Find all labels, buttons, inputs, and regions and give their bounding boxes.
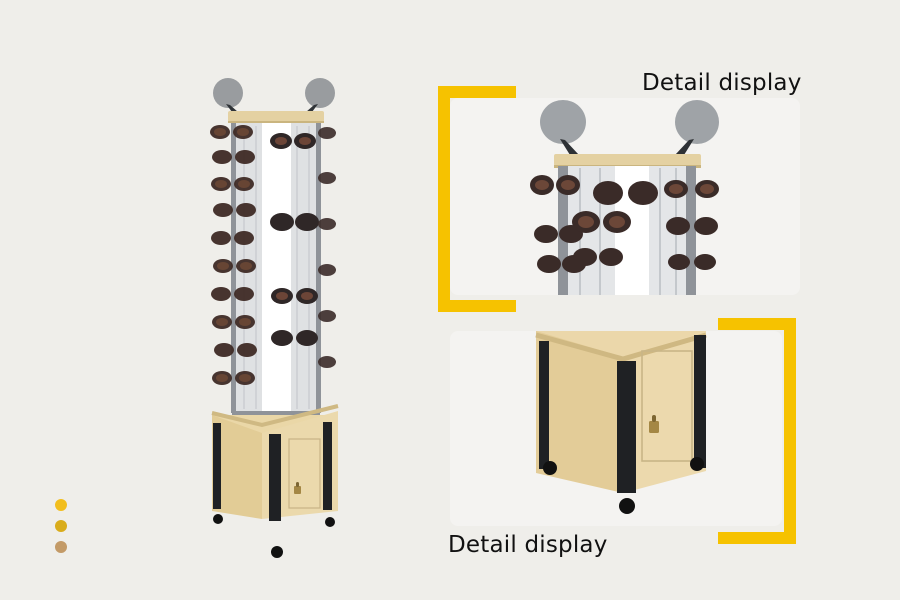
detail-lock-icon (649, 415, 659, 433)
cabinet-main (211, 404, 339, 521)
caster-icon (213, 514, 335, 558)
sunglasses-left-column (210, 125, 257, 385)
mirror-left (213, 78, 243, 112)
sunglasses-center-column (270, 133, 319, 346)
sunglasses-right-column (318, 127, 336, 368)
detail-mirror-left (540, 100, 586, 155)
top-detail-panel (450, 98, 800, 295)
detail-caster-icon (543, 457, 704, 514)
caption-top: Detail display (642, 70, 802, 96)
top-detail-frame (438, 86, 516, 312)
top-board (228, 111, 324, 122)
bottom-detail-panel (450, 331, 782, 526)
decorative-dot-2 (55, 520, 67, 532)
bottom-detail-frame (718, 318, 796, 544)
decorative-dot-3 (55, 541, 67, 553)
detail-image-top (530, 100, 719, 295)
decorative-dot-1 (55, 499, 67, 511)
detail-image-bottom (535, 331, 707, 514)
mirror-right (305, 78, 335, 112)
caption-bottom: Detail display (448, 532, 608, 558)
detail-mirror-right (675, 100, 719, 155)
lock-icon (294, 482, 301, 494)
